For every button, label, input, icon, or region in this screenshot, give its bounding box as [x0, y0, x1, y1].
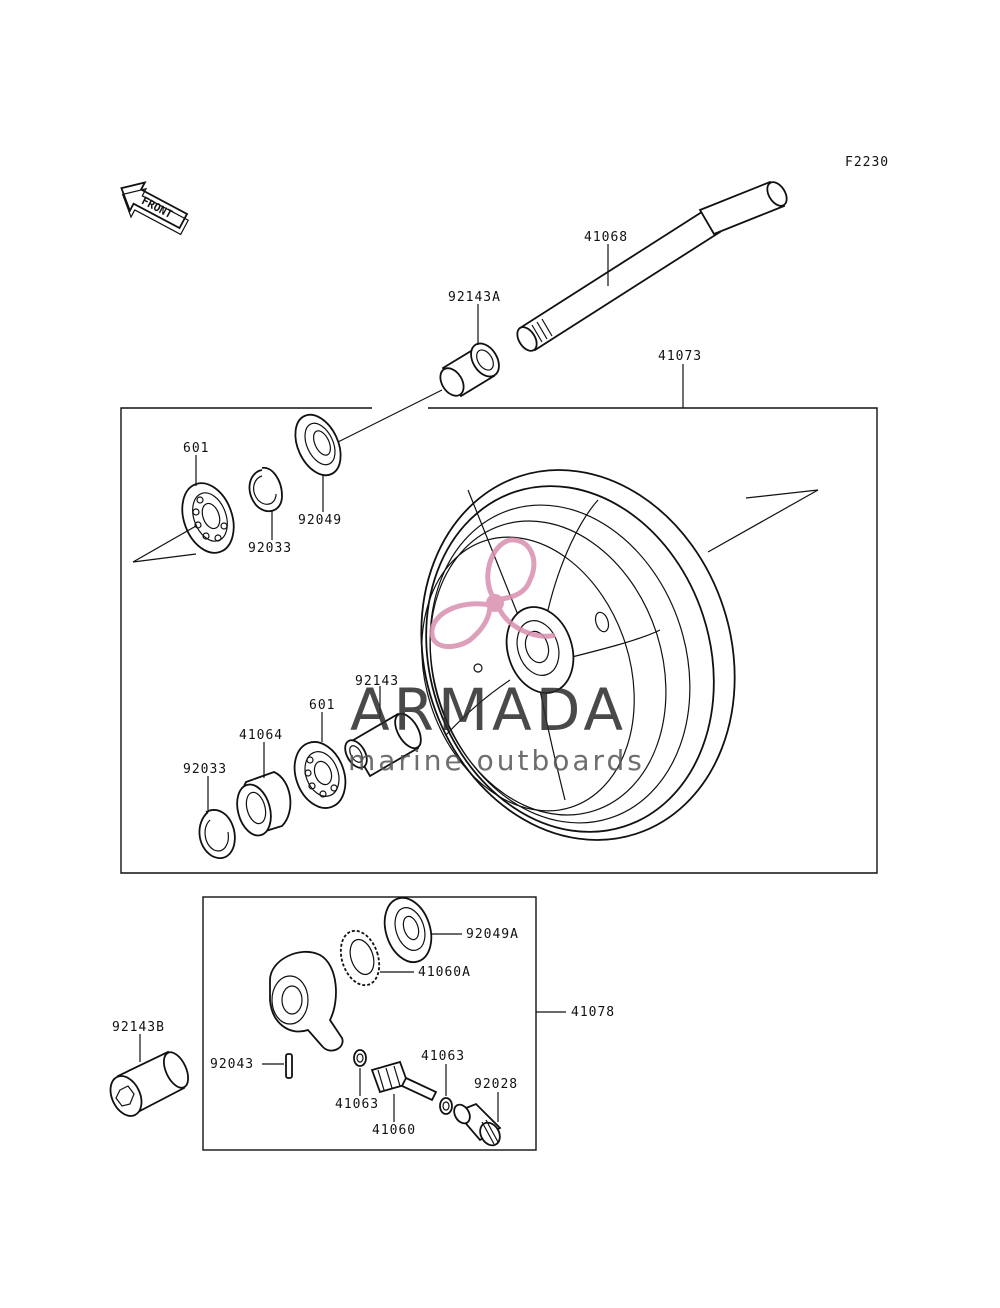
label-92033-bottom: 92033 [183, 762, 227, 777]
label-92033-top: 92033 [248, 541, 292, 556]
label-41064: 41064 [239, 728, 283, 743]
label-41068: 41068 [584, 230, 628, 245]
label-601-mid: 601 [309, 698, 335, 713]
oil-seal-92049 [294, 413, 342, 477]
watermark-subtitle: marine outboards [348, 744, 645, 777]
label-92028: 92028 [474, 1077, 518, 1092]
bushing-92028 [453, 1102, 502, 1147]
collar-92143a [439, 342, 500, 398]
label-41060: 41060 [372, 1123, 416, 1138]
collar-92143b [109, 1050, 190, 1117]
label-92049: 92049 [298, 513, 342, 528]
label-92143b: 92143B [112, 1020, 165, 1035]
washer-41063-right [439, 1097, 453, 1115]
wheel-assy-box [120, 407, 878, 874]
collar-92143 [344, 712, 422, 778]
meter-gear-box [202, 896, 537, 1151]
label-92049a: 92049A [466, 927, 519, 942]
circlip-92033-top [248, 467, 283, 513]
ball-bearing-601-top [181, 482, 235, 554]
gear-housing [269, 950, 344, 1052]
axle [516, 180, 788, 352]
front-arrow-icon: FRONT [120, 181, 190, 236]
wheel-rim [420, 469, 736, 841]
circlip-92033-bottom [198, 809, 236, 859]
label-601-top: 601 [183, 441, 209, 456]
label-41063-left: 41063 [335, 1097, 379, 1112]
label-92043: 92043 [210, 1057, 254, 1072]
label-41078: 41078 [571, 1005, 615, 1020]
figure-code: F2230 [845, 155, 889, 170]
label-41073: 41073 [658, 349, 702, 364]
ball-bearing-601-mid [293, 741, 347, 809]
label-41063-right: 41063 [421, 1049, 465, 1064]
pinion-41060 [370, 1060, 438, 1102]
pin-92043 [285, 1053, 293, 1079]
label-92143a: 92143A [448, 290, 501, 305]
label-92143: 92143 [355, 674, 399, 689]
watermark-title: ARMADA [350, 676, 627, 744]
gear-41060a [339, 929, 381, 987]
washer-41063-left [353, 1049, 367, 1067]
propeller-icon [429, 537, 556, 650]
coupling-41064 [236, 771, 292, 837]
watermark-logo: ARMADA marine outboards [348, 537, 645, 777]
label-41060a: 41060A [418, 965, 471, 980]
oil-seal-92049a [383, 896, 433, 964]
